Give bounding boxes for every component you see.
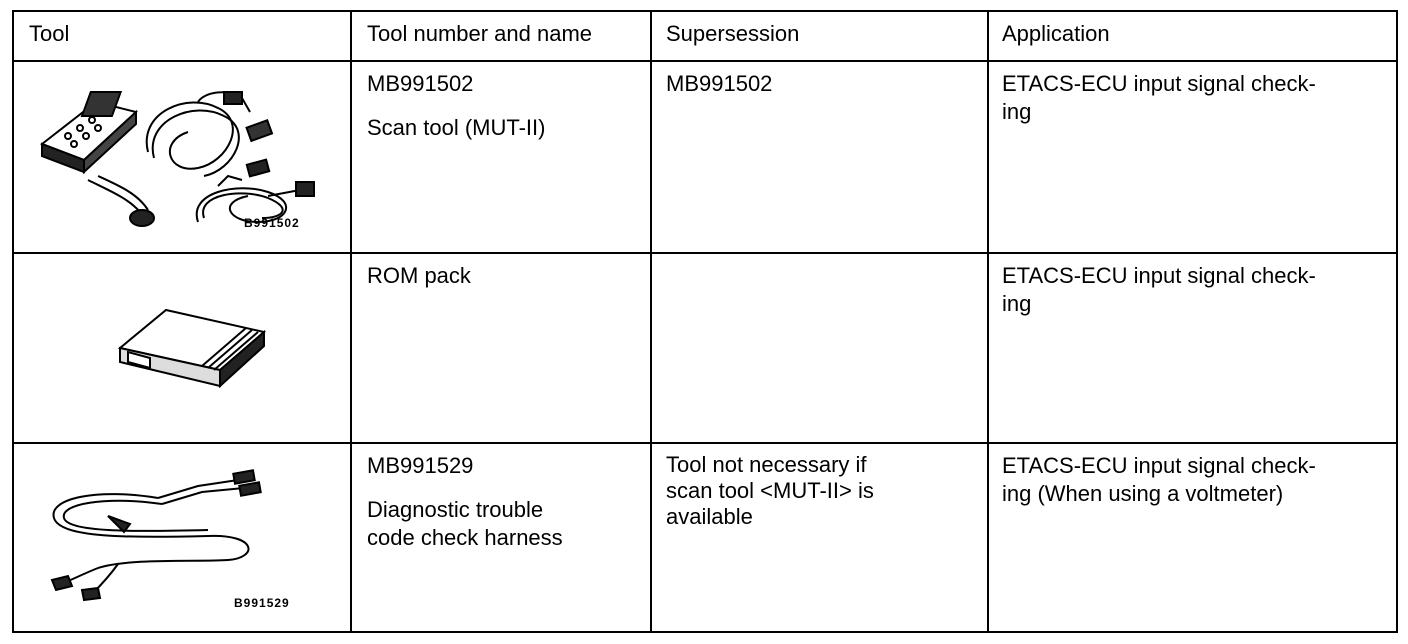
application-cell: ETACS-ECU input signal check- ing (When … (1002, 452, 1316, 508)
check-harness-illustration (50, 469, 262, 602)
row-divider (14, 60, 1396, 62)
supersession-cell: MB991502 (666, 70, 772, 98)
tool-number-text: MB991529 (367, 453, 474, 478)
application-text: ing (1002, 99, 1032, 124)
tool-image-code: B991502 (244, 216, 300, 230)
supersession-text: MB991502 (666, 71, 773, 96)
tool-name: Diagnostic trouble (367, 497, 544, 522)
header-supersession: Supersession (666, 21, 800, 46)
column-divider (987, 12, 989, 631)
tool-name: Scan tool (MUT-II) (367, 115, 546, 140)
header-application: Application (1002, 21, 1110, 46)
tool-number: MB991502 Scan tool (MUT-II) (367, 70, 545, 142)
application-cell: ETACS-ECU input signal check- ing (1002, 70, 1316, 126)
column-divider (650, 12, 652, 631)
column-divider (350, 12, 352, 631)
supersession-text: available (666, 504, 753, 529)
tool-number: MB991529 Diagnostic trouble code check h… (367, 452, 563, 552)
supersession-cell: Tool not necessary if scan tool <MUT-II>… (666, 452, 874, 530)
tool-number: ROM pack (367, 262, 471, 290)
row-divider (14, 442, 1396, 444)
supersession-text: scan tool <MUT-II> is (666, 478, 874, 503)
tool-name: code check harness (367, 525, 563, 550)
application-cell: ETACS-ECU input signal check- ing (1002, 262, 1316, 318)
rom-pack-illustration (117, 308, 267, 389)
application-text: ETACS-ECU input signal check- (1002, 263, 1316, 288)
row-divider (14, 252, 1396, 254)
application-text: ETACS-ECU input signal check- (1002, 71, 1316, 96)
special-tools-table: Tool Tool number and name Supersession A… (12, 10, 1398, 633)
tool-image-code: B991529 (234, 596, 290, 610)
scan-tool-illustration (39, 91, 315, 227)
supersession-text: Tool not necessary if (666, 452, 867, 477)
header-tool: Tool (29, 21, 70, 46)
application-text: ing (1002, 291, 1032, 316)
application-text: ing (When using a voltmeter) (1002, 481, 1284, 506)
tool-number-text: MB991502 (367, 71, 474, 96)
tool-name: ROM pack (367, 263, 471, 288)
application-text: ETACS-ECU input signal check- (1002, 453, 1316, 478)
header-tool-number-and-name: Tool number and name (367, 21, 593, 46)
